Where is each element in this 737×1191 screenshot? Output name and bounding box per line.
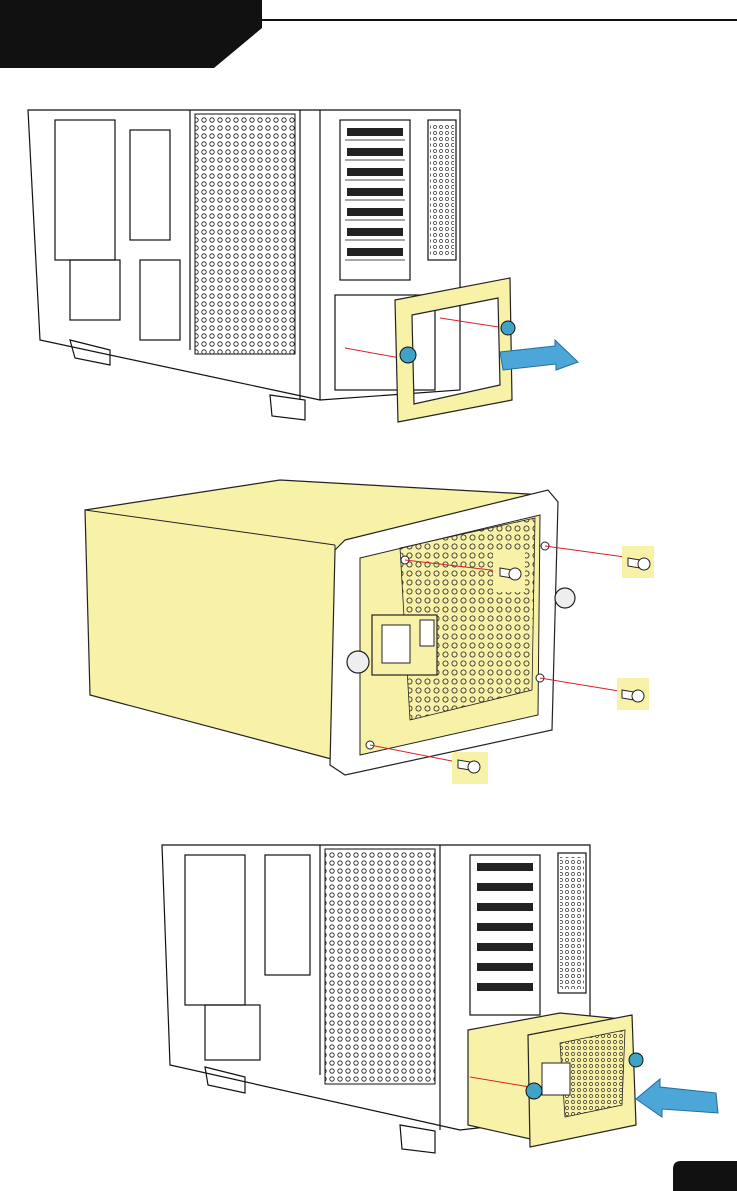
figure-bracket-removal (0, 100, 737, 440)
header-rule (0, 19, 737, 21)
figure-psu-insertion (0, 835, 737, 1165)
figure-psu-bracket-screws (0, 470, 737, 810)
header-tab (0, 0, 262, 68)
page-number-badge (673, 1161, 737, 1191)
